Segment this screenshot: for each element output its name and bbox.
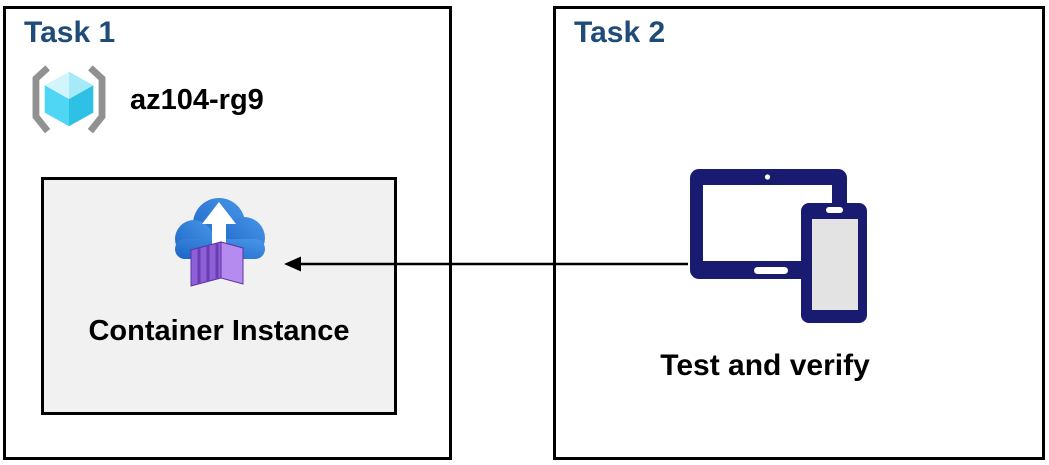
arrowhead-left bbox=[284, 256, 301, 272]
devices-icon bbox=[690, 169, 867, 323]
resource-group-icon bbox=[32, 65, 106, 134]
task1-panel: Task 1 az104-rg9 bbox=[3, 6, 452, 460]
container-instance-icon bbox=[175, 198, 265, 287]
resource-group-name: az104-rg9 bbox=[130, 83, 264, 116]
test-verify-label: Test and verify bbox=[660, 349, 870, 382]
connection-arrow bbox=[284, 256, 688, 272]
resource-group: az104-rg9 bbox=[28, 65, 264, 135]
task2-title: Task 2 bbox=[574, 16, 666, 49]
container-instance-box: Container Instance bbox=[41, 177, 397, 415]
phone-icon bbox=[801, 203, 867, 323]
task1-title: Task 1 bbox=[24, 16, 116, 49]
task2-panel: Task 2 Test and verify bbox=[553, 6, 1045, 460]
container-instance-label: Container Instance bbox=[88, 315, 350, 347]
